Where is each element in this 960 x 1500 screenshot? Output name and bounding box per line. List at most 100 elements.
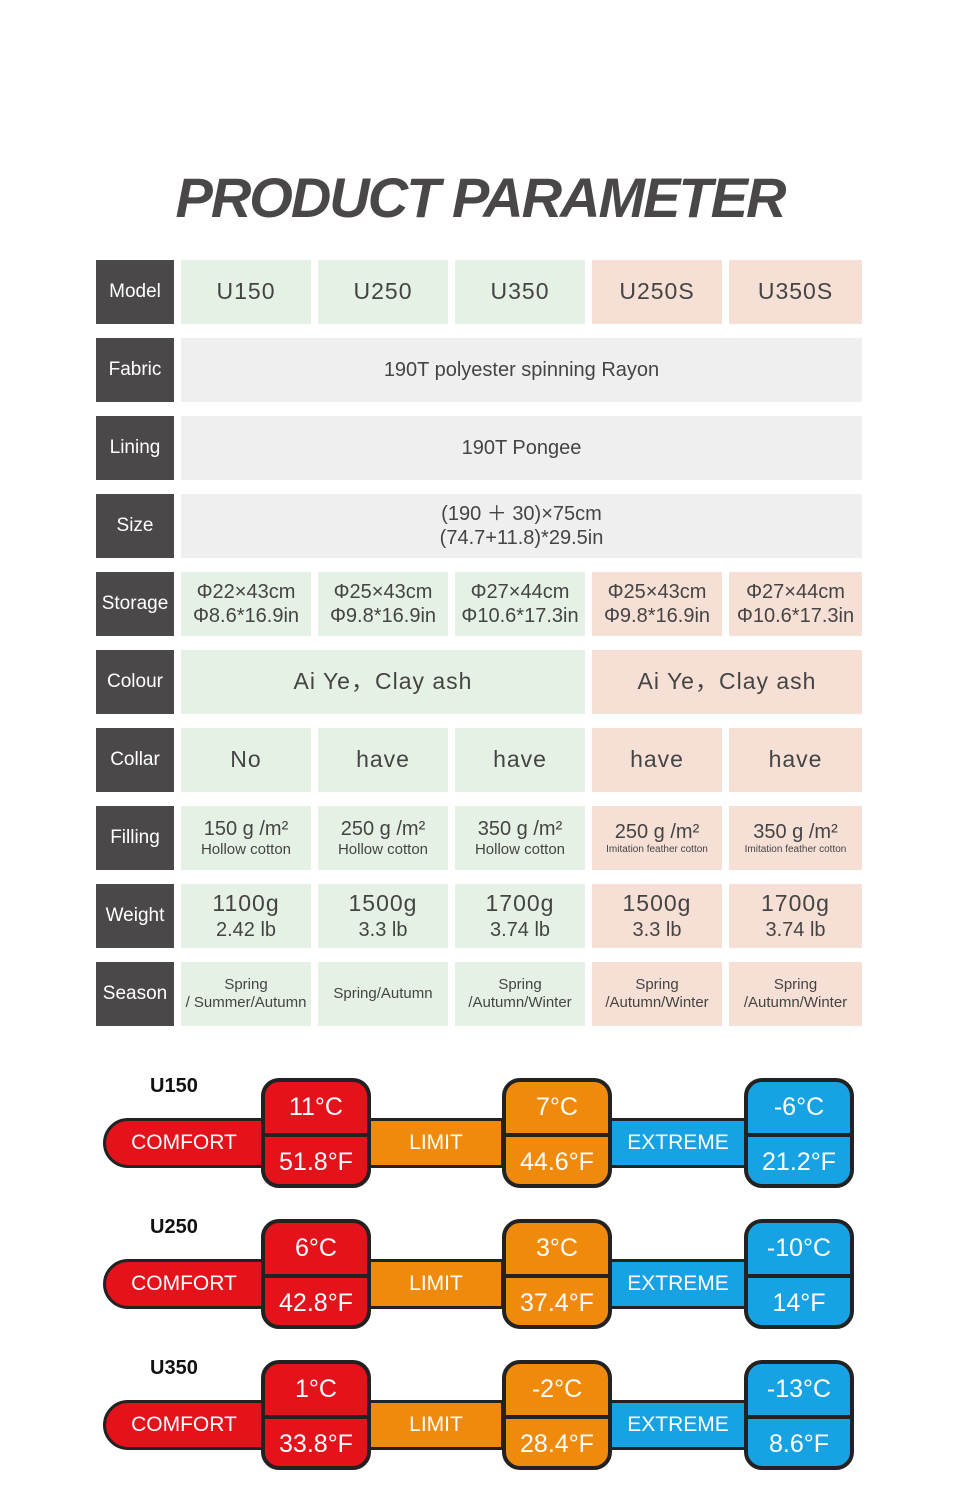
limit-band: LIMIT xyxy=(368,1259,504,1309)
comfort-temperature-box: 1°C 33.8°F xyxy=(261,1360,371,1470)
table-cell: 190T polyester spinning Rayon xyxy=(181,338,862,402)
cell-text: /Autumn/Winter xyxy=(468,994,572,1011)
temp-model-label: U150 xyxy=(150,1075,198,1097)
cell-text: 250 g /m² xyxy=(614,821,700,843)
celsius-value: -13°C xyxy=(748,1364,850,1419)
limit-band: LIMIT xyxy=(368,1118,504,1168)
cell-text: 1500g xyxy=(348,890,418,917)
table-cell: U150 xyxy=(181,260,311,324)
cell-text: 150 g /m² xyxy=(203,818,289,840)
table-cell: Ai Ye，Clay ash xyxy=(181,650,585,714)
cell-text: 190T polyester spinning Rayon xyxy=(383,359,660,381)
cell-text: have xyxy=(768,746,823,773)
comfort-band: COMFORT xyxy=(103,1118,265,1168)
cell-text: U250 xyxy=(353,278,413,305)
celsius-value: -2°C xyxy=(506,1364,608,1419)
table-cell: U350 xyxy=(455,260,585,324)
table-cell: U350S xyxy=(729,260,862,324)
temp-model-label: U250 xyxy=(150,1216,198,1238)
limit-band: LIMIT xyxy=(368,1400,504,1450)
cell-text: Imitation feather cotton xyxy=(606,844,708,855)
cell-text: U250S xyxy=(619,278,695,305)
row-label-size: Size xyxy=(96,494,174,558)
cell-text: Spring/Autumn xyxy=(333,985,433,1002)
comfort-band: COMFORT xyxy=(103,1259,265,1309)
cell-text: 190T Pongee xyxy=(461,437,582,459)
cell-text: 250 g /m² xyxy=(340,818,426,840)
row-label-weight: Weight xyxy=(96,884,174,948)
fahrenheit-value: 14°F xyxy=(772,1289,826,1317)
row-label-lining: Lining xyxy=(96,416,174,480)
extreme-band: EXTREME xyxy=(608,1400,748,1450)
limit-temperature-box: 7°C 44.6°F xyxy=(502,1078,612,1188)
cell-text: No xyxy=(230,746,262,773)
cell-text: U350S xyxy=(757,278,834,305)
cell-text: Spring xyxy=(224,976,268,993)
cell-text: Φ8.6*16.9in xyxy=(192,605,300,627)
extreme-band: EXTREME xyxy=(608,1118,748,1168)
fahrenheit-value: 44.6°F xyxy=(520,1148,594,1176)
cell-text: 3.74 lb xyxy=(765,918,826,941)
cell-text: Imitation feather cotton xyxy=(744,844,847,855)
cell-text: Φ25×43cm xyxy=(333,581,433,603)
table-cell: have xyxy=(729,728,862,792)
cell-text: Ai Ye，Clay ash xyxy=(637,668,817,695)
cell-text: 3.3 lb xyxy=(358,918,408,941)
cell-text: Φ9.8*16.9in xyxy=(329,605,437,627)
celsius-value: 11°C xyxy=(265,1082,367,1137)
cell-text: 1700g xyxy=(761,890,830,917)
cell-text: (74.7+11.8)*29.5in xyxy=(439,527,604,549)
cell-text: 1100g xyxy=(212,890,280,917)
fahrenheit-value: 37.4°F xyxy=(520,1289,594,1317)
cell-text: have xyxy=(356,746,410,773)
row-label-collar: Collar xyxy=(96,728,174,792)
celsius-value: 7°C xyxy=(506,1082,608,1137)
cell-text: 350 g /m² xyxy=(477,818,563,840)
fahrenheit-value: 33.8°F xyxy=(279,1430,353,1458)
fahrenheit-value: 42.8°F xyxy=(279,1289,353,1317)
cell-text: Φ10.6*17.3in xyxy=(736,605,855,627)
cell-text: 1700g xyxy=(485,890,555,917)
row-label-season: Season xyxy=(96,962,174,1026)
row-label-colour: Colour xyxy=(96,650,174,714)
cell-text: Spring xyxy=(498,976,542,993)
cell-text: Φ25×43cm xyxy=(607,581,707,603)
celsius-value: 3°C xyxy=(506,1223,608,1278)
cell-text: 1500g xyxy=(622,890,692,917)
cell-text: U350 xyxy=(490,278,550,305)
cell-text: have xyxy=(630,746,684,773)
cell-text: Φ10.6*17.3in xyxy=(461,605,579,627)
cell-text: 2.42 lb xyxy=(215,918,277,941)
cell-text: Hollow cotton xyxy=(474,841,566,858)
celsius-value: 1°C xyxy=(265,1364,367,1419)
fahrenheit-value: 8.6°F xyxy=(768,1430,830,1458)
table-cell: have xyxy=(318,728,448,792)
page-title: PRODUCT PARAMETER xyxy=(175,166,787,229)
cell-text: Φ22×43cm xyxy=(196,581,296,603)
comfort-band: COMFORT xyxy=(103,1400,265,1450)
temp-model-label: U350 xyxy=(150,1357,198,1379)
table-cell: Spring/ Summer/Autumn xyxy=(181,962,311,1026)
cell-text: Hollow cotton xyxy=(337,841,429,858)
cell-text: Hollow cotton xyxy=(200,841,292,858)
row-label-fabric: Fabric xyxy=(96,338,174,402)
table-cell: (190 ＋ 30)×75cm(74.7+11.8)*29.5in xyxy=(181,494,862,558)
cell-text: 3.74 lb xyxy=(489,918,551,941)
row-label-filling: Filling xyxy=(96,806,174,870)
cell-text: Φ27×44cm xyxy=(470,581,570,603)
table-cell: Spring/Autumn xyxy=(318,962,448,1026)
cell-text: 350 g /m² xyxy=(753,821,838,843)
